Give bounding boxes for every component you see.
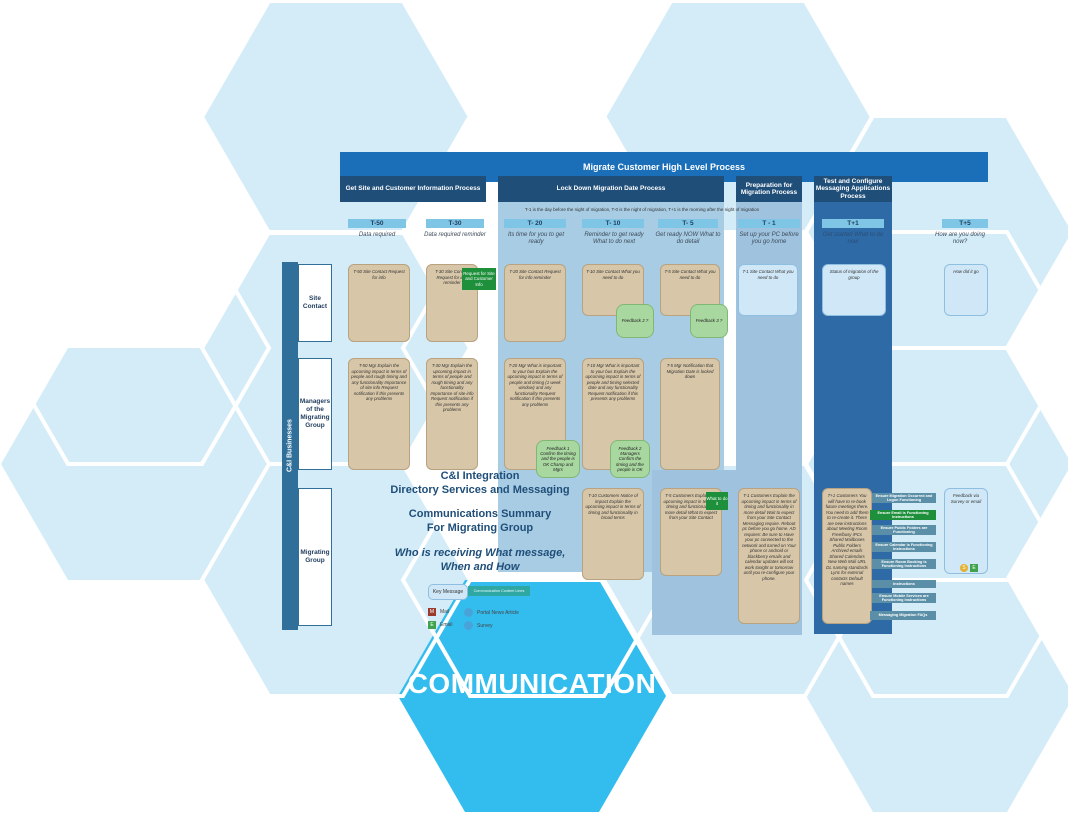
time-chip-t-30: T-30 bbox=[426, 219, 484, 228]
legend-survey: Survey bbox=[464, 621, 493, 630]
feedback-2-site: Feedback 2 ? bbox=[616, 304, 654, 338]
summary-line-4: For Migrating Group bbox=[426, 522, 534, 534]
task-6: Instructions bbox=[872, 580, 936, 588]
time-chip-t-plus-5: T+5 bbox=[942, 219, 988, 228]
process-diagram: Migrate Customer High Level Process Get … bbox=[282, 150, 988, 635]
honeycomb-cell bbox=[202, 464, 470, 696]
legend-news: Portal News Article bbox=[464, 608, 519, 617]
task-2: Ensure Email is Functioning Instructions bbox=[870, 510, 936, 520]
card-migrating-t-1: T-1 Customers Explain the upcoming impac… bbox=[738, 488, 800, 624]
legend-email-label: Email bbox=[440, 622, 453, 628]
summary-line-6: When and How bbox=[440, 561, 520, 573]
phase-header-site-info: Get Site and Customer Information Proces… bbox=[340, 176, 486, 202]
lane-site-contact: Site Contact bbox=[298, 264, 332, 342]
side-label: C&I Businesses bbox=[286, 419, 294, 473]
legend-news-label: Portal News Article bbox=[477, 609, 519, 616]
task-1: Ensure Migration Occurred and Logon Func… bbox=[872, 493, 936, 503]
task-3: Ensure Public Folders are Functioning bbox=[872, 525, 936, 535]
tag-what-to-do: What to do it bbox=[706, 492, 728, 510]
time-chip-t-50: T-50 bbox=[348, 219, 406, 228]
card-managers-t-5: T-5 Mgr Notification that Migration Date… bbox=[660, 358, 720, 470]
card-site-contact-t-1: T-1 Site Contact What you need to do bbox=[738, 264, 798, 316]
card-site-contact-t-plus-5: How did it go bbox=[944, 264, 988, 316]
card-managers-t-50: T-50 Mgr Explain the upcoming impact in … bbox=[348, 358, 410, 470]
phase-header-preparation: Preparation for Migration Process bbox=[736, 176, 802, 202]
time-sub-t-20: Its time for you to get ready bbox=[507, 232, 565, 245]
summary-line-5: Who is receiving What message, bbox=[394, 547, 566, 559]
feedback-3-site: Feedback 3 ? bbox=[690, 304, 728, 338]
summary-line-3: Communications Summary bbox=[408, 508, 552, 520]
time-sub-t-30: Data required reminder bbox=[424, 232, 486, 238]
communication-hex-label: COMMUNICATION bbox=[407, 668, 657, 699]
survey-icon bbox=[464, 621, 473, 630]
phase-header-test-configure: Test and Configure Messaging Application… bbox=[814, 176, 892, 202]
card-managers-t-30: T-30 Mgr Explain the upcoming impact in … bbox=[426, 358, 478, 470]
timeline-note: T-1 is the day before the night of migra… bbox=[524, 207, 760, 212]
task-7: Ensure Mobile Services are Functioning I… bbox=[872, 593, 936, 603]
tag-request-info: Request for Site and Customer Info bbox=[462, 268, 496, 290]
badge-survey: S bbox=[960, 564, 968, 572]
feedback-2-managers: Feedback 2 Managers Confirm the timing a… bbox=[610, 440, 650, 478]
legend-key-message: Key Message bbox=[428, 584, 468, 600]
card-migrating-t-plus-5: Feedback via Survey or email bbox=[944, 488, 988, 574]
feedback-1-managers: Feedback 1 Confirm the timing and the pe… bbox=[536, 440, 580, 478]
legend-mail-label: Mail bbox=[440, 609, 450, 615]
side-band bbox=[282, 262, 298, 630]
card-site-contact-t-plus-1: Status of migration of the group bbox=[822, 264, 886, 316]
legend-key-tag: Communication Content Lines bbox=[468, 586, 530, 596]
legend-mail: M Mail bbox=[428, 608, 449, 616]
summary-line-1: C&I Integration bbox=[440, 470, 520, 482]
task-8: Messaging Migration FAQs bbox=[870, 611, 936, 620]
lane-migrating-group: Migrating Group bbox=[298, 488, 332, 626]
phase-header-lock-down: Lock Down Migration Date Process bbox=[498, 176, 724, 202]
time-sub-t-10: Reminder to get ready What to do next bbox=[584, 232, 644, 245]
card-migrating-t-plus-1: T+1 Customers You will have to re-book f… bbox=[822, 488, 872, 624]
time-chip-t-5: T- 5 bbox=[658, 219, 718, 228]
card-site-contact-t-20: T-20 Site Contact Request for info remin… bbox=[504, 264, 566, 342]
time-sub-t-5: Get ready NOW What to do detail bbox=[655, 232, 721, 245]
badge-email: E bbox=[970, 564, 978, 572]
legend-email: E Email bbox=[428, 621, 453, 629]
legend-survey-label: Survey bbox=[477, 622, 493, 629]
card-migrating-t-5: T-5 Customers Explain the upcoming impac… bbox=[660, 488, 722, 576]
honeycomb-outline bbox=[0, 230, 272, 466]
time-sub-t-plus-5: How are you doing now? bbox=[934, 232, 986, 245]
news-icon bbox=[464, 608, 473, 617]
time-chip-t-1: T - 1 bbox=[738, 219, 800, 228]
time-sub-t-plus-1: Get started What to do now bbox=[822, 232, 884, 245]
summary-line-2: Directory Services and Messaging bbox=[390, 484, 570, 496]
time-sub-t-50: Data required bbox=[358, 232, 396, 238]
lane-managers: Managers of the Migrating Group bbox=[298, 358, 332, 470]
card-migrating-t-10: T-10 Customers Notice of impact Explain … bbox=[582, 488, 644, 580]
time-chip-t-20: T- 20 bbox=[504, 219, 566, 228]
task-4: Ensure Calendar is Functioning Instructi… bbox=[872, 542, 936, 552]
card-site-contact-t-50: T-50 Site Contact Request for info bbox=[348, 264, 410, 342]
time-chip-t-10: T- 10 bbox=[582, 219, 644, 228]
time-sub-t-1: Set up your PC before you go home bbox=[739, 232, 799, 245]
task-5: Ensure Room Booking is Functioning Instr… bbox=[872, 559, 936, 569]
legend-email-badge: E bbox=[428, 621, 436, 629]
legend-mail-badge: M bbox=[428, 608, 436, 616]
time-chip-t-plus-1: T+1 bbox=[822, 219, 884, 228]
